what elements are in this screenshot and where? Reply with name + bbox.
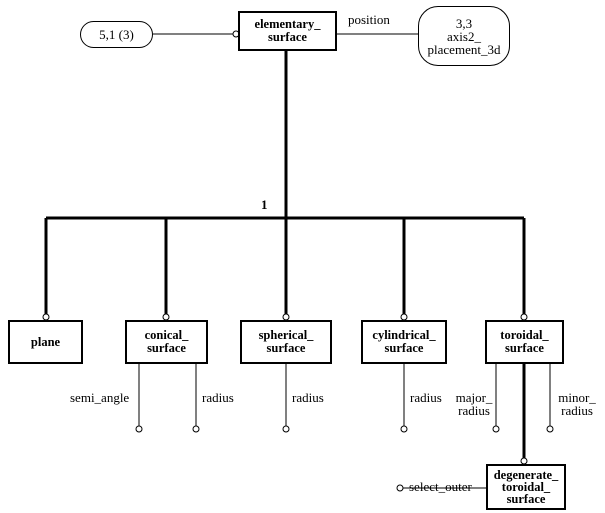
ref-left-label: 5,1 (3)	[99, 27, 134, 42]
attr-minor-radius: minor_radius	[554, 391, 600, 417]
toroidal-line2: surface	[505, 341, 544, 355]
minor-line2: radius	[561, 403, 593, 418]
subtype-spherical-surface[interactable]: spherical_surface	[240, 320, 332, 364]
cylindrical-line1: cylindrical_	[372, 328, 436, 342]
major-line1: major_	[455, 390, 493, 405]
toroidal-line1: toroidal_	[500, 328, 549, 342]
subtype-cylindrical-surface[interactable]: cylindrical_surface	[361, 320, 447, 364]
root-line2: surface	[268, 30, 307, 44]
attr-semi-angle: semi_angle	[70, 390, 130, 405]
minor-line1: minor_	[558, 390, 596, 405]
ref-right-line3: placement_3d	[427, 41, 501, 57]
degenerate-line3: surface	[506, 492, 546, 506]
cardinality-label: 1	[261, 197, 268, 212]
major-line2: radius	[458, 403, 490, 418]
spherical-line2: surface	[266, 341, 306, 355]
conical-line2: surface	[147, 341, 186, 355]
spherical-line1: spherical_	[258, 328, 314, 342]
root-entity-box[interactable]: elementary_surface	[238, 11, 337, 51]
attr-major-radius: major_radius	[454, 391, 494, 417]
degenerate-line1: degenerate_	[493, 468, 559, 482]
plane-label: plane	[30, 334, 61, 349]
ref-right-line2: axis2_	[447, 28, 481, 44]
degenerate-line2: toroidal_	[501, 480, 551, 494]
attr-conical-radius: radius	[202, 390, 234, 405]
attr-cylindrical-radius: radius	[410, 390, 442, 405]
root-line1: elementary_	[254, 17, 321, 31]
subtype-plane[interactable]: plane	[8, 320, 83, 364]
position-label: position	[348, 12, 390, 27]
attr-spherical-radius: radius	[292, 390, 324, 405]
ref-right-line1: 3,3	[455, 15, 473, 31]
ref-left-oval: 5,1 (3)	[80, 21, 153, 48]
conical-line1: conical_	[144, 328, 189, 342]
subtype-toroidal-surface[interactable]: toroidal_surface	[485, 320, 564, 364]
select-outer-label: select_outer	[409, 479, 472, 494]
cylindrical-line2: surface	[384, 341, 424, 355]
degenerate-toroidal-surface-box[interactable]: degenerate_toroidal_surface	[486, 464, 566, 510]
subtype-conical-surface[interactable]: conical_surface	[125, 320, 208, 364]
